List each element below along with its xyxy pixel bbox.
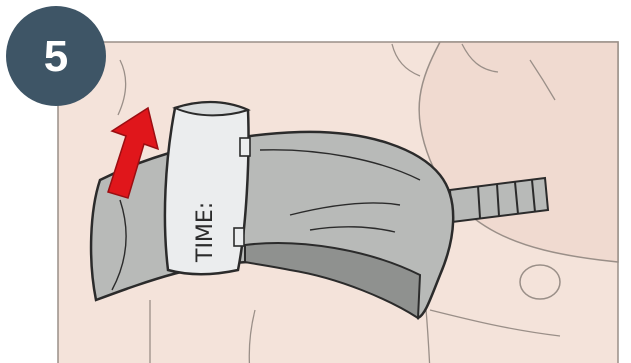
band-clip-top bbox=[240, 138, 250, 156]
time-label: TIME: bbox=[193, 202, 218, 263]
band-clip-bottom bbox=[234, 228, 244, 246]
step-number: 5 bbox=[44, 32, 68, 81]
